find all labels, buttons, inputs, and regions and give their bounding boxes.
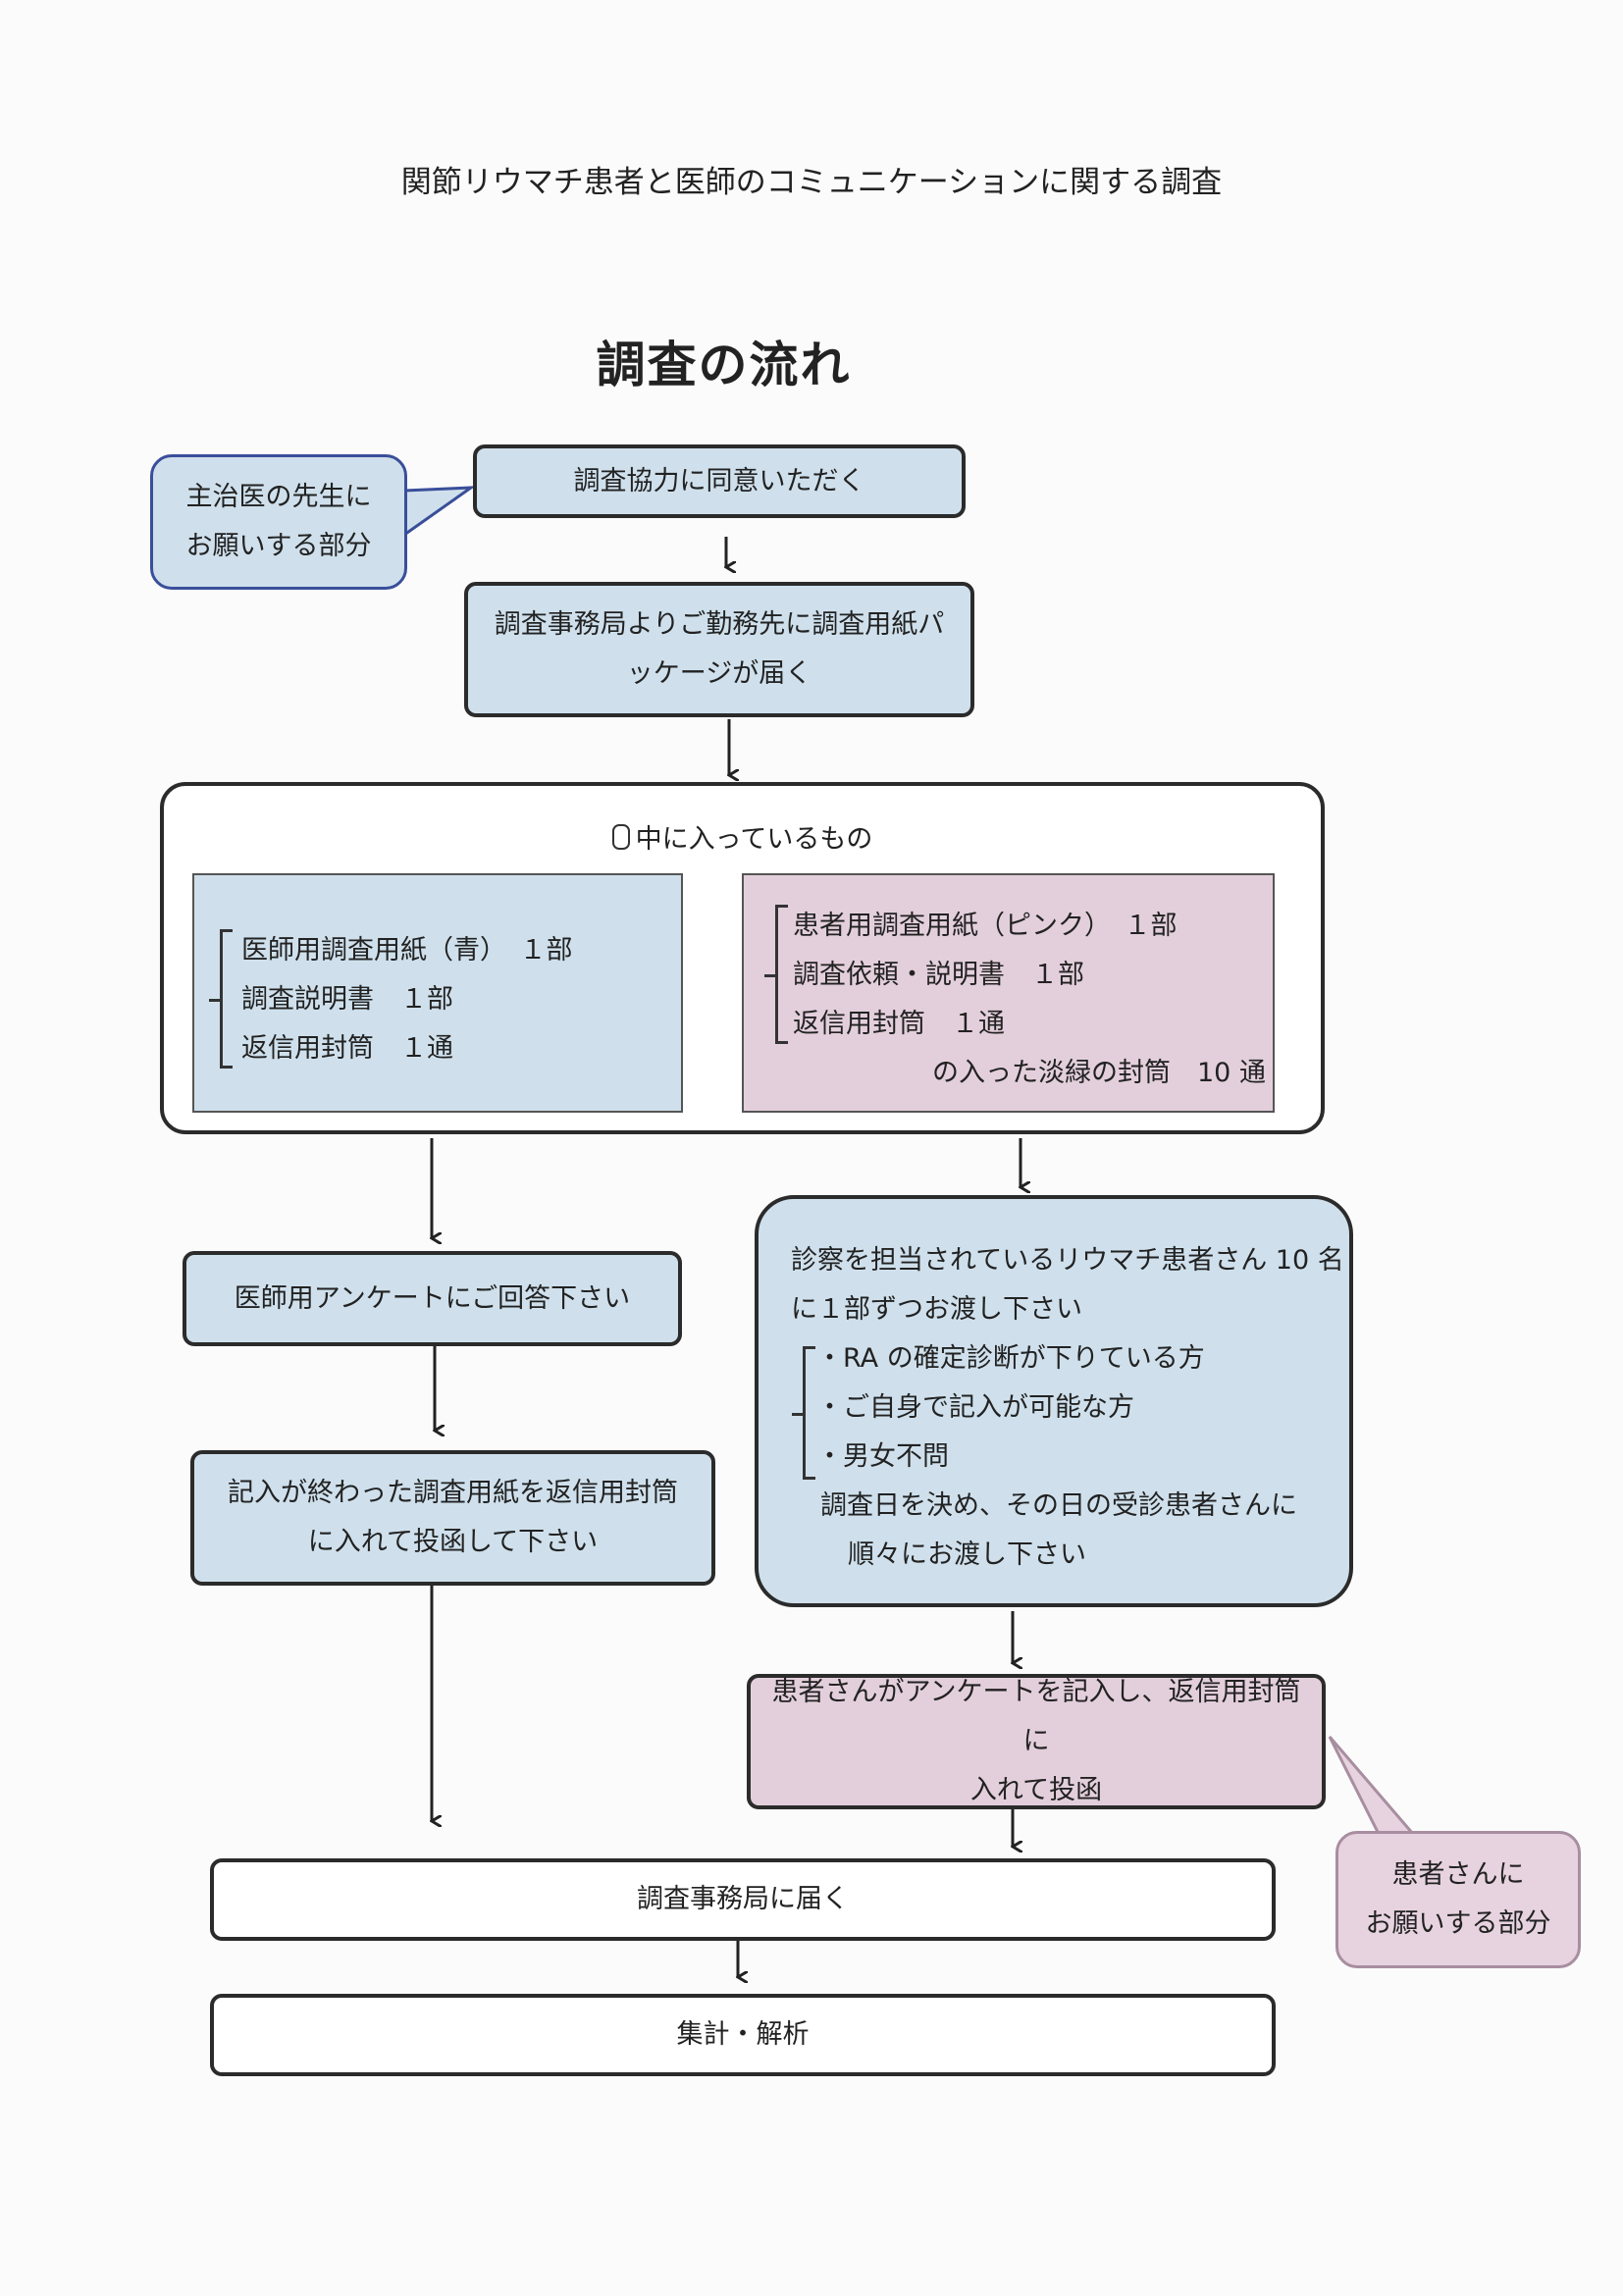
step-analysis-label: 集計・解析 bbox=[676, 2019, 810, 2050]
distribution-note: 調査日を決め、その日の受診患者さんに bbox=[820, 1490, 1297, 1521]
paperclip-icon bbox=[611, 824, 630, 850]
doctor-items-panel bbox=[192, 873, 683, 1113]
step-analysis: 集計・解析 bbox=[210, 1994, 1276, 2076]
step-doctor-answer: 医師用アンケートにご回答下さい bbox=[183, 1251, 682, 1346]
step-doctor-return: 記入が終わった調査用紙を返信用封筒 に入れて投函して下さい bbox=[190, 1450, 715, 1586]
distribution-condition: ・RA の確定診断が下りている方 bbox=[816, 1343, 1205, 1374]
doctor-item: 調査説明書 １部 bbox=[241, 984, 453, 1015]
page-title: 調査の流れ bbox=[596, 337, 852, 393]
step-package-line: ッケージが届く bbox=[626, 658, 812, 689]
bubble-line: お願いする部分 bbox=[185, 531, 372, 561]
patient-item: 返信用封筒 １通 bbox=[793, 1009, 1005, 1039]
step-consent: 調査協力に同意いただく bbox=[473, 444, 966, 518]
distribution-note: 順々にお渡し下さい bbox=[848, 1539, 1086, 1570]
step-patient-answer: 患者さんがアンケートを記入し、返信用封筒に 入れて投函 bbox=[747, 1674, 1326, 1809]
distribution-condition: ・ご自身で記入が可能な方 bbox=[816, 1392, 1134, 1423]
patient-part-bubble: 患者さんに お願いする部分 bbox=[1335, 1831, 1581, 1968]
package-contents-title: 中に入っているもの bbox=[160, 817, 1325, 856]
doctor-bubble-tail bbox=[403, 486, 477, 537]
patient-items-bracket bbox=[764, 905, 788, 1044]
step-office-received-label: 調査事務局に届く bbox=[637, 1884, 849, 1914]
doctor-item: 医師用調査用紙（青） １部 bbox=[241, 935, 573, 965]
step-doctor-return-line: に入れて投函して下さい bbox=[307, 1527, 599, 1557]
step-distribute-to-patients bbox=[755, 1195, 1353, 1607]
distribution-line: に１部ずつお渡し下さい bbox=[791, 1294, 1082, 1325]
patient-items-panel bbox=[742, 873, 1275, 1113]
patient-item: 患者用調査用紙（ピンク） １部 bbox=[793, 911, 1178, 941]
doctor-part-bubble: 主治医の先生に お願いする部分 bbox=[150, 454, 407, 590]
patient-items-note: の入った淡緑の封筒 10 通 bbox=[932, 1058, 1266, 1088]
step-package-line: 調査事務局よりご勤務先に調査用紙パ bbox=[494, 609, 945, 640]
distribution-line: 診察を担当されているリウマチ患者さん 10 名 bbox=[791, 1245, 1344, 1276]
step-patient-answer-line: 入れて投函 bbox=[969, 1775, 1103, 1805]
step-consent-label: 調査協力に同意いただく bbox=[573, 465, 865, 496]
step-doctor-answer-label: 医師用アンケートにご回答下さい bbox=[234, 1282, 631, 1314]
page-subtitle: 関節リウマチ患者と医師のコミュニケーションに関する調査 bbox=[400, 165, 1223, 200]
doctor-item: 返信用封筒 １通 bbox=[241, 1033, 453, 1064]
conditions-bracket bbox=[792, 1346, 815, 1480]
patient-item: 調査依頼・説明書 １部 bbox=[793, 960, 1084, 990]
package-contents-title-text: 中に入っているもの bbox=[635, 824, 873, 855]
step-patient-answer-line: 患者さんがアンケートを記入し、返信用封筒に bbox=[771, 1677, 1301, 1756]
bubble-line: 患者さんに bbox=[1391, 1859, 1525, 1890]
doctor-items-bracket bbox=[209, 929, 233, 1069]
step-package: 調査事務局よりご勤務先に調査用紙パ ッケージが届く bbox=[464, 582, 974, 717]
patient-bubble-tail bbox=[1328, 1736, 1415, 1835]
step-doctor-return-line: 記入が終わった調査用紙を返信用封筒 bbox=[228, 1478, 678, 1508]
bubble-line: お願いする部分 bbox=[1365, 1908, 1551, 1939]
distribution-condition: ・男女不問 bbox=[816, 1441, 949, 1472]
step-office-received: 調査事務局に届く bbox=[210, 1858, 1276, 1941]
bubble-line: 主治医の先生に bbox=[185, 482, 372, 512]
